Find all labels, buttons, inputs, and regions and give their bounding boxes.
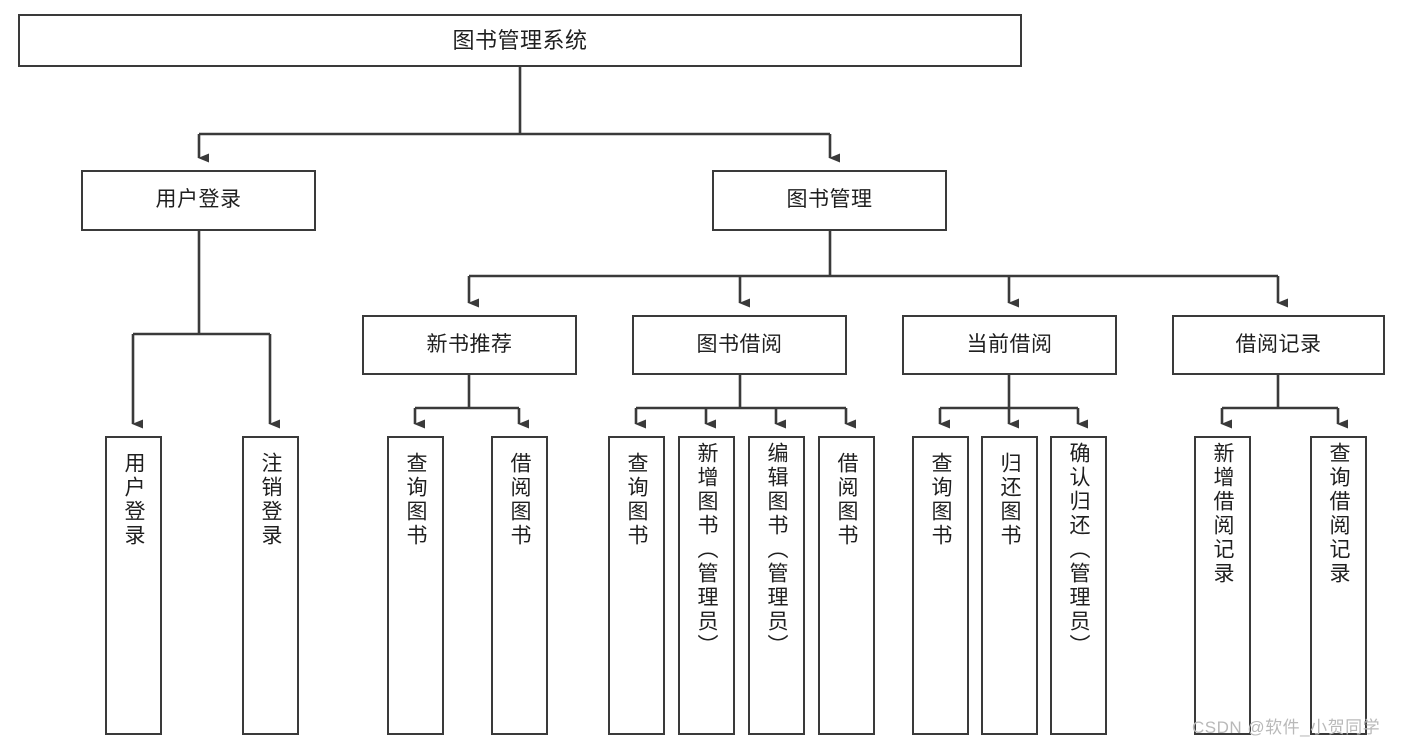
node-leaf-add-record-label: 新增借阅记录	[1211, 442, 1234, 586]
node-leaf-query-book-3[interactable]: 查询图书	[912, 436, 969, 735]
node-user-login[interactable]: 用户登录	[81, 170, 316, 231]
node-leaf-confirm-return-label: 确认归还（管理员）	[1067, 442, 1090, 658]
node-root-label: 图书管理系统	[452, 27, 588, 53]
node-leaf-return-book-label: 归还图书	[998, 452, 1021, 548]
node-leaf-query-book-2-label: 查询图书	[625, 452, 648, 548]
node-book-manage[interactable]: 图书管理	[712, 170, 947, 231]
node-leaf-confirm-return[interactable]: 确认归还（管理员）	[1050, 436, 1107, 735]
node-current-borrow[interactable]: 当前借阅	[902, 315, 1117, 375]
node-leaf-user-login-label: 用户登录	[122, 452, 145, 548]
node-leaf-edit-book[interactable]: 编辑图书（管理员）	[748, 436, 805, 735]
node-current-borrow-label: 当前借阅	[966, 332, 1053, 356]
node-leaf-query-record[interactable]: 查询借阅记录	[1310, 436, 1367, 735]
node-new-book-recommend-label: 新书推荐	[426, 332, 513, 356]
node-leaf-edit-book-label: 编辑图书（管理员）	[765, 442, 788, 658]
node-root[interactable]: 图书管理系统	[18, 14, 1022, 67]
node-leaf-query-book-3-label: 查询图书	[929, 452, 952, 548]
node-new-book-recommend[interactable]: 新书推荐	[362, 315, 577, 375]
node-book-borrow-label: 图书借阅	[696, 332, 783, 356]
node-leaf-query-record-label: 查询借阅记录	[1327, 442, 1350, 586]
csdn-watermark: CSDN @软件_小贺同学	[1192, 718, 1381, 737]
node-leaf-add-book-label: 新增图书（管理员）	[695, 442, 718, 658]
node-user-login-label: 用户登录	[155, 188, 242, 212]
node-book-manage-label: 图书管理	[786, 188, 873, 212]
node-leaf-borrow-book-2[interactable]: 借阅图书	[818, 436, 875, 735]
node-leaf-user-logout-label: 注销登录	[259, 452, 282, 548]
node-leaf-user-logout[interactable]: 注销登录	[242, 436, 299, 735]
node-leaf-return-book[interactable]: 归还图书	[981, 436, 1038, 735]
node-leaf-add-record[interactable]: 新增借阅记录	[1194, 436, 1251, 735]
node-borrow-record-label: 借阅记录	[1235, 332, 1322, 356]
node-leaf-borrow-book-1[interactable]: 借阅图书	[491, 436, 548, 735]
node-leaf-query-book-1[interactable]: 查询图书	[387, 436, 444, 735]
node-leaf-borrow-book-2-label: 借阅图书	[835, 452, 858, 548]
node-book-borrow[interactable]: 图书借阅	[632, 315, 847, 375]
node-leaf-user-login[interactable]: 用户登录	[105, 436, 162, 735]
node-leaf-query-book-1-label: 查询图书	[404, 452, 427, 548]
node-leaf-query-book-2[interactable]: 查询图书	[608, 436, 665, 735]
node-borrow-record[interactable]: 借阅记录	[1172, 315, 1385, 375]
node-leaf-add-book[interactable]: 新增图书（管理员）	[678, 436, 735, 735]
node-leaf-borrow-book-1-label: 借阅图书	[508, 452, 531, 548]
